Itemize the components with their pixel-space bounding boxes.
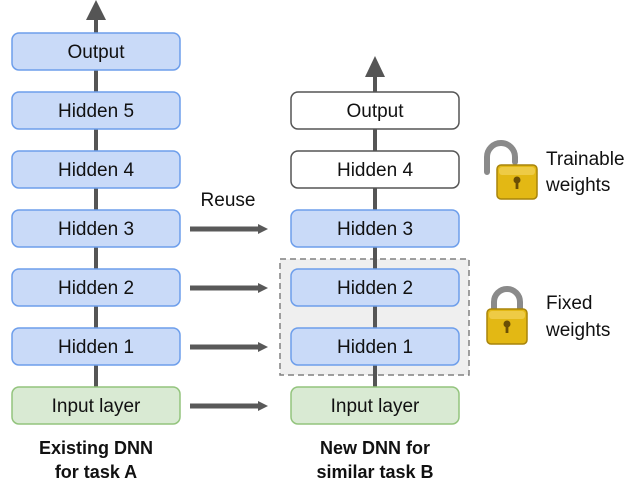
- left-layer-hidden-4-label: Hidden 4: [58, 160, 134, 181]
- right-layer-hidden-2-box: [290, 268, 460, 307]
- right-layer-input-label: Input layer: [331, 396, 420, 417]
- new-dnn: Output Hidden 4 Hidden 3 Hidden 2 Hidden…: [290, 56, 460, 482]
- right-layer-hidden-1-box: [290, 327, 460, 366]
- right-layer-output-label: Output: [346, 101, 404, 122]
- legend-trainable-line2: weights: [545, 175, 610, 196]
- legend-fixed-line1: Fixed: [546, 293, 592, 314]
- legend-fixed-line2: weights: [545, 320, 610, 341]
- right-caption-line2: similar task B: [316, 462, 433, 482]
- left-layer-output: Output: [11, 32, 181, 71]
- left-layer-hidden-2-label: Hidden 2: [58, 278, 134, 299]
- right-layer-input-box: [290, 386, 460, 425]
- right-layer-hidden-1: Hidden 1: [290, 327, 460, 366]
- left-layer-input: Input layer: [11, 386, 181, 425]
- left-layer-input-label: Input layer: [52, 396, 141, 417]
- left-layer-hidden-3-label: Hidden 3: [58, 219, 134, 240]
- left-layer-hidden-4-box: [11, 150, 181, 189]
- right-layer-hidden-3: Hidden 3: [290, 209, 460, 248]
- left-layer-hidden-1-box: [11, 327, 181, 366]
- right-layer-output-box: [290, 91, 460, 130]
- left-layer-hidden-4: Hidden 4: [11, 150, 181, 189]
- left-layer-hidden-5: Hidden 5: [11, 91, 181, 130]
- existing-dnn: Output Hidden 5 Hidden 4 Hidden 3 Hidden…: [11, 0, 181, 482]
- left-layer-hidden-3: Hidden 3: [11, 209, 181, 248]
- left-layer-hidden-5-box: [11, 91, 181, 130]
- right-layer-hidden-2: Hidden 2: [290, 268, 460, 307]
- right-layer-hidden-1-label: Hidden 1: [337, 337, 413, 358]
- right-layer-hidden-3-box: [290, 209, 460, 248]
- right-layer-hidden-4: Hidden 4: [290, 150, 460, 189]
- left-caption-line1: Existing DNN: [39, 438, 153, 458]
- legend-trainable-line1: Trainable: [546, 149, 625, 170]
- open-lock-icon: [484, 140, 538, 200]
- right-layer-hidden-4-box: [290, 150, 460, 189]
- left-layer-output-label: Output: [67, 42, 125, 63]
- left-caption-line2: for task A: [55, 462, 137, 482]
- right-layer-hidden-2-label: Hidden 2: [337, 278, 413, 299]
- left-output-arrowhead: [86, 0, 106, 20]
- left-layer-output-box: [11, 32, 181, 71]
- right-layer-hidden-3-label: Hidden 3: [337, 219, 413, 240]
- reuse-arrows: Reuse: [190, 190, 268, 411]
- legend-fixed: Fixed weights: [486, 286, 610, 345]
- right-caption-line1: New DNN for: [320, 438, 430, 458]
- left-layer-hidden-1-label: Hidden 1: [58, 337, 134, 358]
- closed-lock-icon: [486, 286, 528, 345]
- left-layer-hidden-2: Hidden 2: [11, 268, 181, 307]
- right-layer-output: Output: [290, 91, 460, 130]
- right-layer-input: Input layer: [290, 386, 460, 425]
- left-layer-hidden-1: Hidden 1: [11, 327, 181, 366]
- left-layer-hidden-3-box: [11, 209, 181, 248]
- reuse-label: Reuse: [201, 190, 256, 211]
- right-layer-hidden-4-label: Hidden 4: [337, 160, 413, 181]
- legend-trainable: Trainable weights: [484, 140, 625, 200]
- left-layer-input-box: [11, 386, 181, 425]
- left-layer-hidden-2-box: [11, 268, 181, 307]
- right-output-arrowhead: [365, 56, 385, 77]
- left-layer-hidden-5-label: Hidden 5: [58, 101, 134, 122]
